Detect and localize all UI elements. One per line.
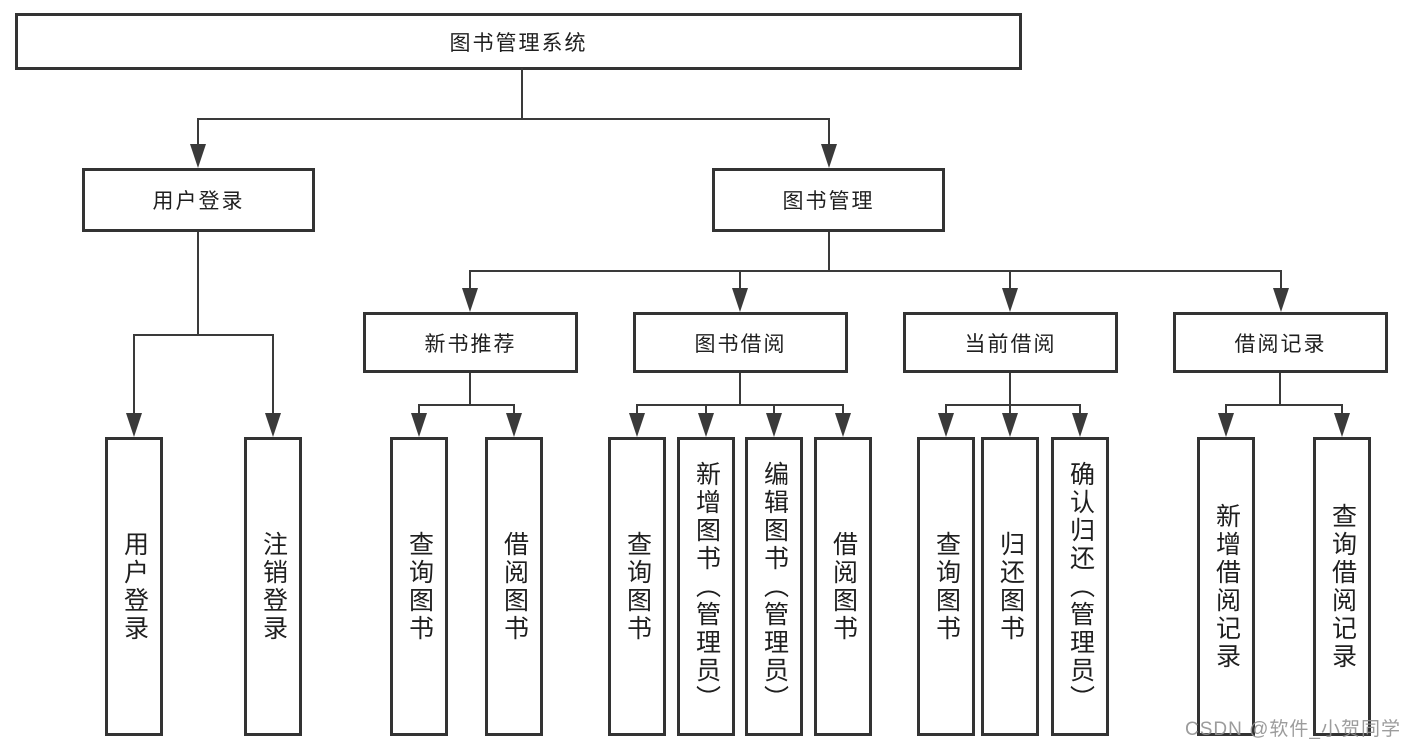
node-label: 新书推荐 — [424, 332, 517, 356]
arrowhead-down-icon — [821, 144, 837, 168]
connector-line-vertical — [945, 405, 947, 419]
connector-line-vertical — [1341, 405, 1343, 419]
node-label: 图书管理系统 — [449, 31, 588, 55]
arrowhead-down-icon — [938, 413, 954, 437]
arrowhead-down-icon — [732, 288, 748, 312]
connector-line-horizontal — [418, 404, 515, 406]
arrowhead-down-icon — [126, 413, 142, 437]
arrowhead-down-icon — [265, 413, 281, 437]
arrowhead-down-icon — [766, 413, 782, 437]
node-user-login: 用户登录 — [82, 168, 315, 232]
arrowhead-down-icon — [835, 413, 851, 437]
connector-line-vertical — [1279, 373, 1281, 405]
connector-line-vertical — [1009, 373, 1011, 405]
node-label: 新增图书（管理员） — [692, 460, 721, 713]
connector-line-vertical — [1009, 405, 1011, 419]
connector-line-vertical — [1079, 405, 1081, 419]
leaf-add-borrow-record: 新增借阅记录 — [1197, 437, 1255, 736]
leaf-query-books-borrow: 查询图书 — [608, 437, 666, 736]
connector-line-vertical — [705, 405, 707, 419]
node-label: 注销登录 — [259, 530, 288, 643]
arrowhead-down-icon — [698, 413, 714, 437]
node-label: 当前借阅 — [964, 332, 1057, 356]
node-root: 图书管理系统 — [15, 13, 1022, 70]
arrowhead-down-icon — [1002, 288, 1018, 312]
node-label: 查询图书 — [623, 530, 652, 643]
node-label: 查询借阅记录 — [1328, 502, 1357, 671]
connector-line-vertical — [773, 405, 775, 419]
connector-line-vertical — [521, 68, 523, 119]
node-label: 查询图书 — [405, 530, 434, 643]
connector-line-vertical — [828, 119, 830, 150]
leaf-add-books-admin: 新增图书（管理员） — [677, 437, 735, 736]
connector-line-vertical — [828, 232, 830, 271]
leaf-confirm-return-admin: 确认归还（管理员） — [1051, 437, 1109, 736]
connector-line-vertical — [739, 373, 741, 405]
leaf-return-books: 归还图书 — [981, 437, 1039, 736]
connector-line-vertical — [469, 373, 471, 405]
arrowhead-down-icon — [1002, 413, 1018, 437]
connector-line-vertical — [133, 335, 135, 419]
connector-line-horizontal — [469, 270, 1282, 272]
connector-line-horizontal — [197, 118, 830, 120]
leaf-query-borrow-record: 查询借阅记录 — [1313, 437, 1371, 736]
node-label: 借阅记录 — [1234, 332, 1327, 356]
leaf-query-books-current: 查询图书 — [917, 437, 975, 736]
connector-line-horizontal — [133, 334, 274, 336]
arrowhead-down-icon — [1218, 413, 1234, 437]
node-new-book-recommend: 新书推荐 — [363, 312, 578, 373]
node-label: 图书借阅 — [694, 332, 787, 356]
connector-line-vertical — [272, 335, 274, 419]
node-label: 用户登录 — [120, 530, 149, 643]
node-book-borrow: 图书借阅 — [633, 312, 848, 373]
connector-line-vertical — [636, 405, 638, 419]
connector-line-vertical — [418, 405, 420, 419]
arrowhead-down-icon — [1334, 413, 1350, 437]
node-label: 新增借阅记录 — [1212, 502, 1241, 671]
node-label: 编辑图书（管理员） — [760, 460, 789, 713]
leaf-borrow-books: 借阅图书 — [814, 437, 872, 736]
connector-line-vertical — [1225, 405, 1227, 419]
node-current-borrow: 当前借阅 — [903, 312, 1118, 373]
node-label: 查询图书 — [932, 530, 961, 643]
node-label: 归还图书 — [996, 530, 1025, 643]
leaf-edit-books-admin: 编辑图书（管理员） — [745, 437, 803, 736]
connector-line-vertical — [1009, 271, 1011, 294]
node-label: 借阅图书 — [500, 530, 529, 643]
node-label: 借阅图书 — [829, 530, 858, 643]
connector-line-vertical — [469, 271, 471, 294]
connector-line-vertical — [197, 119, 199, 150]
connector-line-horizontal — [636, 404, 844, 406]
arrowhead-down-icon — [411, 413, 427, 437]
connector-line-vertical — [1280, 271, 1282, 294]
arrowhead-down-icon — [190, 144, 206, 168]
node-book-management: 图书管理 — [712, 168, 945, 232]
arrowhead-down-icon — [462, 288, 478, 312]
leaf-user-login: 用户登录 — [105, 437, 163, 736]
node-borrow-records: 借阅记录 — [1173, 312, 1388, 373]
connector-line-horizontal — [1225, 404, 1343, 406]
node-label: 确认归还（管理员） — [1066, 460, 1095, 713]
connector-line-vertical — [197, 232, 199, 335]
leaf-logout: 注销登录 — [244, 437, 302, 736]
connector-line-vertical — [842, 405, 844, 419]
leaf-query-books-recommend: 查询图书 — [390, 437, 448, 736]
connector-line-horizontal — [945, 404, 1081, 406]
connector-line-vertical — [739, 271, 741, 294]
arrowhead-down-icon — [1273, 288, 1289, 312]
csdn-watermark: CSDN @软件_小贺同学 — [1185, 719, 1401, 740]
connector-line-vertical — [513, 405, 515, 419]
arrowhead-down-icon — [1072, 413, 1088, 437]
arrowhead-down-icon — [506, 413, 522, 437]
leaf-borrow-books-recommend: 借阅图书 — [485, 437, 543, 736]
arrowhead-down-icon — [629, 413, 645, 437]
node-label: 图书管理 — [782, 190, 875, 213]
node-label: 用户登录 — [152, 190, 245, 213]
